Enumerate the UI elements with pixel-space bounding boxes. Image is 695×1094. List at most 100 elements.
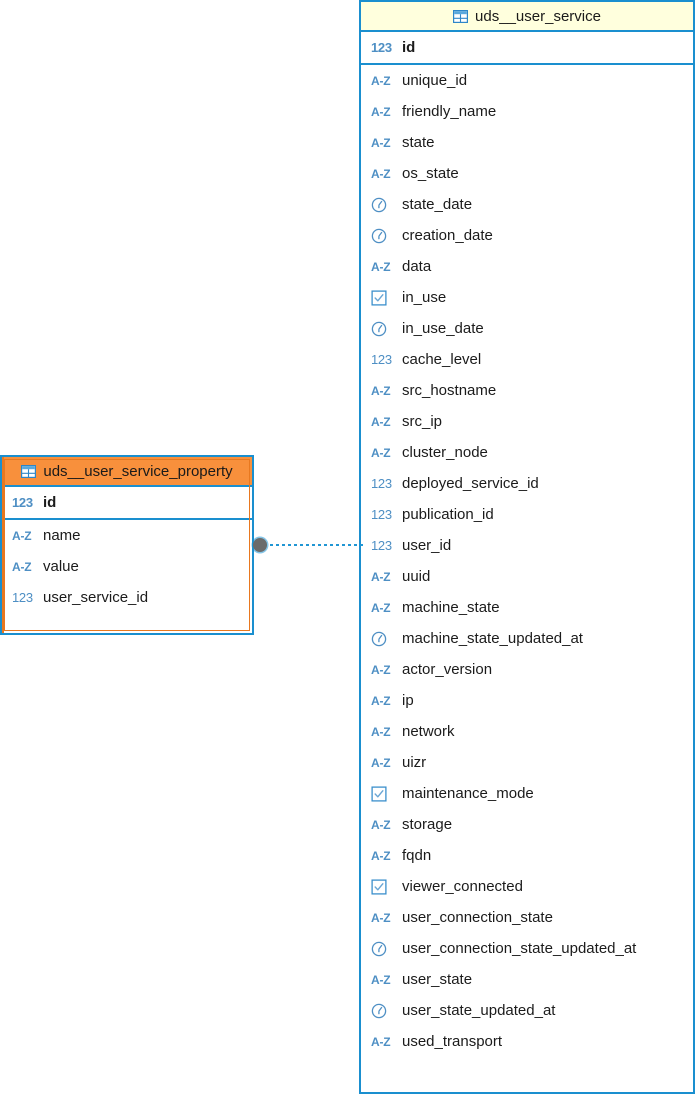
field-label: id: [43, 494, 57, 511]
text-icon: A-Z: [371, 414, 391, 429]
field-label: friendly_name: [402, 103, 497, 120]
field-row[interactable]: 123 user_service_id: [2, 582, 252, 613]
field-row-id[interactable]: 123 id: [361, 32, 693, 63]
field-label: in_use_date: [402, 320, 484, 337]
field-label: data: [402, 258, 432, 275]
field-label: maintenance_mode: [402, 785, 534, 802]
field-row-id[interactable]: 123 id: [2, 487, 252, 518]
text-icon: A-Z: [371, 693, 391, 708]
field-label: user_id: [402, 537, 452, 554]
text-icon: A-Z: [371, 569, 391, 584]
field-label: uizr: [402, 754, 427, 771]
text-icon: A-Z: [371, 73, 391, 88]
field-row[interactable]: in_use: [361, 282, 693, 313]
field-label: src_ip: [402, 413, 443, 430]
clock-icon: [371, 321, 395, 337]
field-label: user_connection_state: [402, 909, 553, 926]
number-icon: 123: [371, 538, 392, 553]
number-icon: 123: [371, 40, 392, 55]
field-label: os_state: [402, 165, 459, 182]
field-row[interactable]: A-Z uizr: [361, 747, 693, 778]
field-label: uuid: [402, 568, 431, 585]
text-icon: A-Z: [371, 972, 391, 987]
field-row[interactable]: A-Z src_hostname: [361, 375, 693, 406]
field-row[interactable]: maintenance_mode: [361, 778, 693, 809]
checkbox-icon: [371, 785, 395, 802]
field-label: deployed_service_id: [402, 475, 539, 492]
field-label: viewer_connected: [402, 878, 523, 895]
field-label: machine_state: [402, 599, 500, 616]
relationship-connector[interactable]: [253, 537, 365, 553]
field-row[interactable]: A-Z name: [2, 520, 252, 551]
text-icon: A-Z: [371, 755, 391, 770]
field-label: ip: [402, 692, 414, 709]
field-label: in_use: [402, 289, 447, 306]
text-icon: A-Z: [12, 559, 32, 574]
field-label: state_date: [402, 196, 473, 213]
field-label: creation_date: [402, 227, 493, 244]
field-row[interactable]: A-Z machine_state: [361, 592, 693, 623]
field-row[interactable]: creation_date: [361, 220, 693, 251]
text-icon: A-Z: [371, 259, 391, 274]
field-label: user_service_id: [43, 589, 149, 606]
text-icon: A-Z: [371, 383, 391, 398]
field-label: name: [43, 527, 81, 544]
field-label: src_hostname: [402, 382, 497, 399]
field-row[interactable]: A-Z data: [361, 251, 693, 282]
clock-icon: [371, 197, 395, 213]
field-row[interactable]: in_use_date: [361, 313, 693, 344]
field-label: state: [402, 134, 435, 151]
number-icon: 123: [12, 590, 33, 605]
text-icon: A-Z: [371, 662, 391, 677]
field-row[interactable]: A-Z user_state: [361, 964, 693, 995]
clock-icon: [371, 228, 395, 244]
number-icon: 123: [371, 507, 392, 522]
entity-uds-user-service-property[interactable]: uds__user_service_property 123 id A-Z nam…: [0, 455, 254, 635]
field-row[interactable]: user_state_updated_at: [361, 995, 693, 1026]
field-row[interactable]: state_date: [361, 189, 693, 220]
field-row[interactable]: 123 user_id: [361, 530, 693, 561]
field-row[interactable]: A-Z state: [361, 127, 693, 158]
text-icon: A-Z: [371, 135, 391, 150]
text-icon: A-Z: [371, 445, 391, 460]
text-icon: A-Z: [371, 600, 391, 615]
field-row[interactable]: A-Z uuid: [361, 561, 693, 592]
text-icon: A-Z: [371, 724, 391, 739]
field-label: machine_state_updated_at: [402, 630, 583, 647]
field-row[interactable]: A-Z src_ip: [361, 406, 693, 437]
field-label: publication_id: [402, 506, 494, 523]
entity-header-uds-user-service[interactable]: uds__user_service: [361, 2, 693, 32]
relationship-line: [264, 544, 365, 546]
field-row[interactable]: A-Z cluster_node: [361, 437, 693, 468]
field-label: cluster_node: [402, 444, 488, 461]
field-row[interactable]: machine_state_updated_at: [361, 623, 693, 654]
field-label: storage: [402, 816, 453, 833]
field-row[interactable]: 123 publication_id: [361, 499, 693, 530]
field-label: user_state: [402, 971, 473, 988]
primary-key-block: 123 id: [361, 32, 693, 65]
field-row[interactable]: user_connection_state_updated_at: [361, 933, 693, 964]
clock-icon: [371, 631, 395, 647]
field-label: user_connection_state_updated_at: [402, 940, 637, 957]
text-icon: A-Z: [12, 528, 32, 543]
checkbox-icon: [371, 289, 395, 306]
entity-header-uds-user-service-property[interactable]: uds__user_service_property: [2, 457, 252, 487]
field-row[interactable]: viewer_connected: [361, 871, 693, 902]
field-row[interactable]: A-Z ip: [361, 685, 693, 716]
text-icon: A-Z: [371, 1034, 391, 1049]
